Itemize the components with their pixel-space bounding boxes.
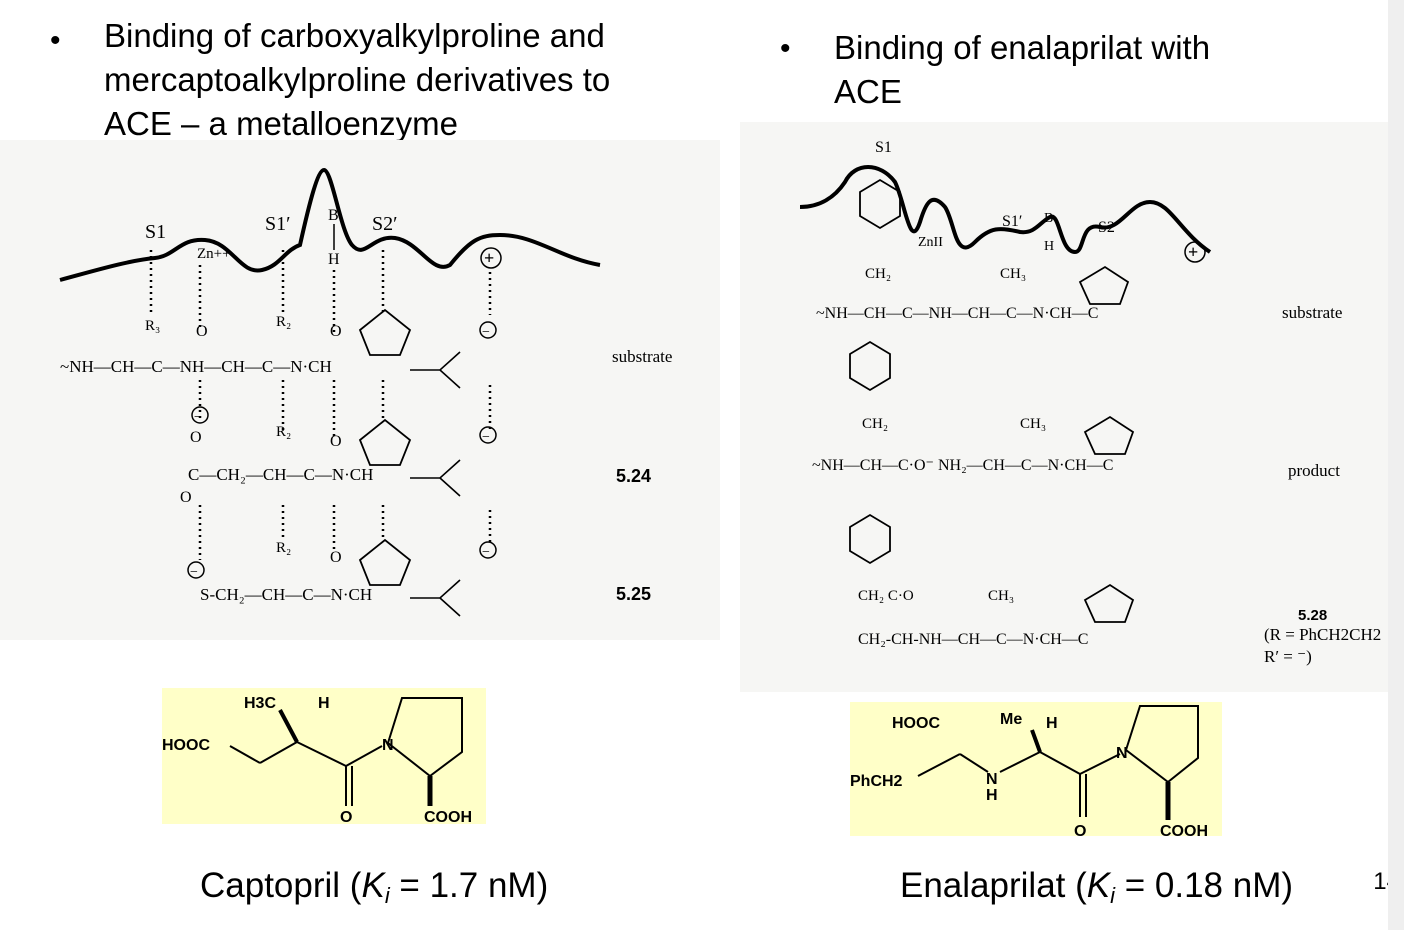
heading-left-line-1: Binding of carboxyalkylproline and <box>104 17 605 54</box>
site-label-s1: S1 <box>145 221 166 243</box>
bullet-left: • <box>50 24 61 57</box>
row-label-rprime-def: R′ = ⁻) <box>1264 647 1312 666</box>
svg-text:O: O <box>190 429 202 446</box>
site-label-b-right: B <box>1044 211 1053 226</box>
site-label-h: H <box>328 251 340 268</box>
left-binding-figure: S1 Zn++ S1′ B H S2′ + ~NH—CH <box>0 140 720 640</box>
capto-label-hooc: HOOC <box>162 737 210 754</box>
row-label-5-25: 5.25 <box>616 584 651 604</box>
svg-text:S-CH₂—CH—C—N·CH: S-CH₂—CH—C—N·CH <box>200 585 372 604</box>
svg-text:−: − <box>190 565 198 580</box>
enzyme-surface-curve-right <box>799 165 1212 255</box>
svg-text:+: + <box>1188 242 1198 262</box>
svg-text:O: O <box>330 549 342 566</box>
captopril-caption-sub: i <box>384 883 390 908</box>
captopril-structure-box: H3C H HOOC N O COOH <box>162 688 486 826</box>
plus-charge-icon <box>480 247 502 269</box>
svg-text:O: O <box>196 323 208 340</box>
heading-left: Binding of carboxyalkylproline and merca… <box>104 14 610 146</box>
enalaprilat-caption: Enalaprilat (Ki = 0.18 nM) <box>900 866 1293 909</box>
bullet-right: • <box>780 32 791 65</box>
row-label-5-28: 5.28 <box>1298 607 1327 624</box>
plus-charge-icon-right <box>1184 241 1206 263</box>
row-label-substrate-right: substrate <box>1282 303 1342 322</box>
site-label-zn: Zn++ <box>197 246 231 262</box>
site-label-s1prime: S1′ <box>265 213 291 235</box>
captopril-structure: H3C H HOOC N O COOH <box>162 695 472 826</box>
enal-label-nh-h: H <box>986 787 998 804</box>
capto-label-cooh: COOH <box>424 809 472 824</box>
enal-label-o: O <box>1074 823 1086 836</box>
svg-text:CH₂: CH₂ <box>862 416 888 432</box>
site-label-h-right: H <box>1044 239 1054 254</box>
svg-text:CH₃: CH₃ <box>988 588 1014 604</box>
site-label-zn-right: ZnII <box>918 235 943 250</box>
heading-right: Binding of enalaprilat with ACE <box>834 26 1210 114</box>
row-label-5-24: 5.24 <box>616 466 651 486</box>
enal-label-phch2: PhCH2 <box>850 773 903 790</box>
row-label-substrate: substrate <box>612 347 672 366</box>
svg-text:CH₂ C·O: CH₂ C·O <box>858 588 914 604</box>
svg-text:R₃: R₃ <box>145 318 160 334</box>
svg-text:~NH—CH—C—NH—CH—C—N·CH: ~NH—CH—C—NH—CH—C—N·CH <box>60 357 332 376</box>
heading-left-line-3: ACE – a metalloenzyme <box>104 105 458 142</box>
row-label-r-def: (R = PhCH2CH2 <box>1264 625 1381 644</box>
left-binding-diagram: S1 Zn++ S1′ B H S2′ + ~NH—CH <box>59 167 672 617</box>
svg-text:CH₂-CH-NH—CH—C—N·CH—C: CH₂-CH-NH—CH—C—N·CH—C <box>858 631 1088 648</box>
site-label-s1-right: S1 <box>875 139 892 156</box>
heading-left-line-2: mercaptoalkylproline derivatives to <box>104 61 611 98</box>
heading-right-line-2: ACE <box>834 73 902 110</box>
svg-text:−: − <box>482 430 490 445</box>
right-binding-diagram: S1 ZnII S1′ B H S2′ + CH₂ CH₃ ~NH—CH—C—N… <box>799 139 1381 666</box>
svg-text:O: O <box>180 489 192 506</box>
enal-label-me: Me <box>1000 711 1022 728</box>
enalaprilat-structure-box: HOOC Me H PhCH2 N H N O COOH <box>850 702 1222 840</box>
capto-label-h: H <box>318 695 330 712</box>
site-label-s2prime-right: S2′ <box>1098 219 1118 236</box>
enalaprilat-caption-value: = 0.18 nM) <box>1115 866 1294 905</box>
enzyme-surface-curve <box>59 167 601 282</box>
svg-text:~NH—CH—C·O⁻ NH₂—CH—C—N·CH—C: ~NH—CH—C·O⁻ NH₂—CH—C—N·CH—C <box>812 457 1113 474</box>
right-edge-strip <box>1388 0 1404 930</box>
svg-text:O: O <box>330 323 342 340</box>
right-binding-figure: S1 ZnII S1′ B H S2′ + CH₂ CH₃ ~NH—CH—C—N… <box>740 122 1390 692</box>
svg-text:R₂: R₂ <box>276 314 291 330</box>
enal-label-cooh: COOH <box>1160 823 1208 836</box>
svg-text:R₂: R₂ <box>276 424 291 440</box>
row-label-product: product <box>1288 461 1340 480</box>
captopril-caption-name: Captopril ( <box>200 866 362 905</box>
svg-text:CH₃: CH₃ <box>1000 266 1026 282</box>
svg-text:−: − <box>482 545 490 560</box>
site-label-b: B <box>328 207 339 224</box>
heading-right-line-1: Binding of enalaprilat with <box>834 29 1211 66</box>
svg-text:CH₃: CH₃ <box>1020 416 1046 432</box>
enalaprilat-caption-name: Enalaprilat ( <box>900 866 1087 905</box>
svg-text:−: − <box>194 410 202 425</box>
site-label-s1prime-right: S1′ <box>1002 213 1022 230</box>
svg-text:+: + <box>484 248 494 268</box>
captopril-caption-value: = 1.7 nM) <box>389 866 549 905</box>
enal-label-hooc: HOOC <box>892 715 940 732</box>
svg-text:C—CH₂—CH—C—N·CH: C—CH₂—CH—C—N·CH <box>188 465 373 484</box>
svg-text:R₂: R₂ <box>276 540 291 556</box>
svg-text:O: O <box>330 433 342 450</box>
enalaprilat-caption-sub: i <box>1110 883 1116 908</box>
captopril-caption-k: K <box>361 866 385 905</box>
site-label-s2prime: S2′ <box>372 213 398 235</box>
svg-text:CH₂: CH₂ <box>865 266 891 282</box>
capto-label-h3c: H3C <box>244 695 276 712</box>
svg-text:~NH—CH—C—NH—CH—C—N·CH—C: ~NH—CH—C—NH—CH—C—N·CH—C <box>816 305 1098 322</box>
enal-label-n: N <box>1116 745 1128 762</box>
enalaprilat-caption-k: K <box>1086 866 1111 905</box>
capto-label-n: N <box>382 737 394 754</box>
captopril-caption: Captopril (Ki = 1.7 nM) <box>200 866 548 909</box>
capto-label-o: O <box>340 809 352 824</box>
svg-text:−: − <box>482 325 490 340</box>
enal-label-h-top: H <box>1046 715 1058 732</box>
enal-label-nh-n: N <box>986 771 998 788</box>
enalaprilat-structure: HOOC Me H PhCH2 N H N O COOH <box>850 705 1208 840</box>
